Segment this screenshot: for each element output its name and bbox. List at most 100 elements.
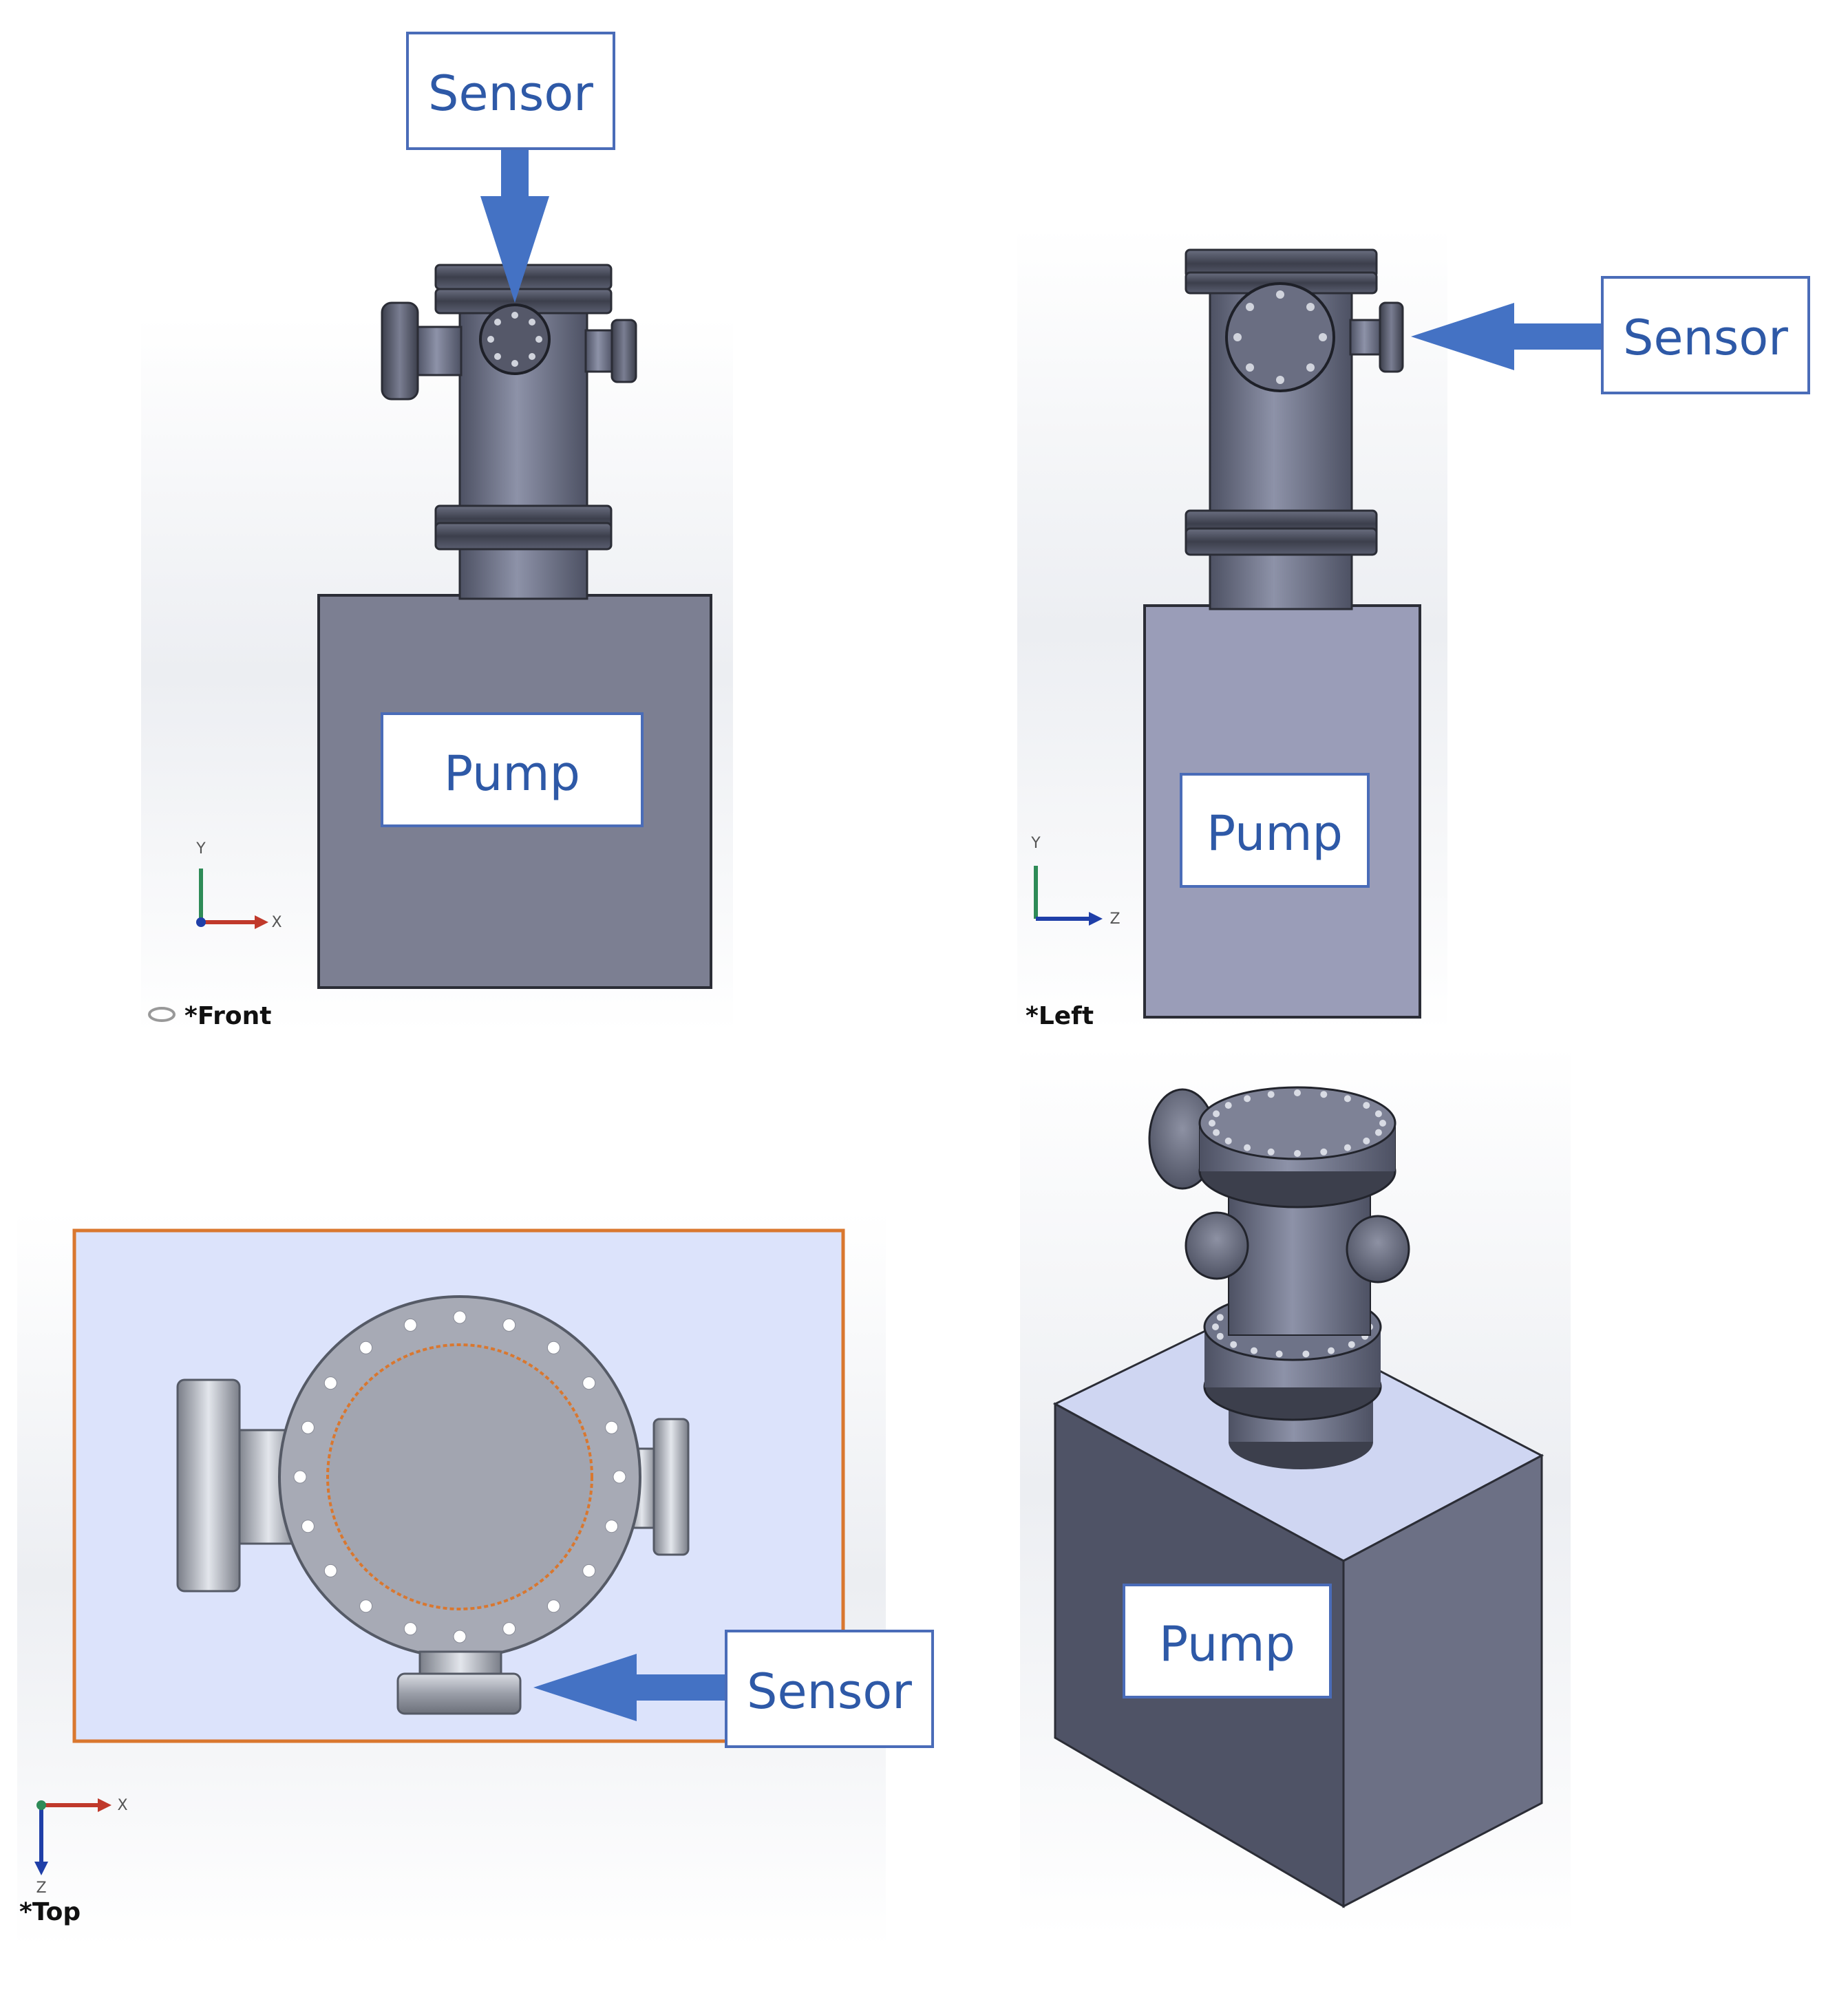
- top-sensor-arrow-shaft: [633, 1674, 730, 1701]
- bolt-hole: [582, 1376, 596, 1390]
- front-axis-triad: Y X: [195, 840, 282, 931]
- left-pump-label: Pump: [1207, 805, 1343, 862]
- iso-pump-callout: [1123, 1584, 1332, 1698]
- bolt-hole: [359, 1599, 373, 1613]
- bolt-hole: [1320, 1148, 1328, 1156]
- top-view: Sensor X Z *Top: [17, 1211, 934, 1948]
- bolt-hole: [1343, 1144, 1351, 1151]
- top-flange-bolts: [293, 1310, 626, 1643]
- bolt-hole: [403, 1622, 417, 1636]
- left-sensor-port-flange: [1379, 301, 1404, 373]
- bolt-hole: [1343, 1095, 1351, 1103]
- front-view-label: *Front: [184, 1002, 271, 1030]
- top-sensor-port-flange: [396, 1672, 522, 1715]
- bolt-hole: [1363, 1137, 1370, 1144]
- bolt-hole: [301, 1420, 315, 1434]
- bolt-hole: [1328, 1347, 1335, 1354]
- left-axis-triad: Y Z: [1030, 835, 1120, 928]
- bolt-hole: [301, 1520, 315, 1533]
- bolt-hole: [502, 1318, 516, 1332]
- top-sensor-arrow-head: [533, 1654, 637, 1721]
- bolt-hole: [613, 1470, 626, 1484]
- bolt-hole: [605, 1420, 619, 1434]
- bolt-hole: [453, 1630, 467, 1643]
- bolt-hole: [293, 1470, 307, 1484]
- bolt-hole: [1275, 1350, 1283, 1358]
- bolt-hole: [1348, 1341, 1355, 1348]
- top-sensor-callout: [725, 1630, 934, 1748]
- bolt-hole: [1251, 1347, 1257, 1354]
- top-right-port-flange: [652, 1418, 690, 1556]
- bolt-hole: [546, 1341, 560, 1354]
- front-viewport-bolts: [487, 312, 542, 367]
- front-sensor-arrow-head: [480, 196, 549, 303]
- front-view: Sensor Pump Y X *Front: [141, 32, 733, 1032]
- bolt-hole: [323, 1564, 337, 1577]
- iso-pump-label: Pump: [1159, 1616, 1295, 1672]
- front-left-side-flange: [381, 301, 419, 401]
- top-axis-triad: X Z: [34, 1797, 128, 1897]
- bolt-hole: [1216, 1314, 1224, 1321]
- bolt-hole: [1213, 1129, 1220, 1136]
- bolt-hole: [1209, 1120, 1215, 1127]
- iso-top-flange-bolts: [1209, 1089, 1386, 1157]
- left-view: Sensor Pump Y Z *Left: [1017, 227, 1810, 1032]
- bolt-hole: [1379, 1120, 1386, 1127]
- left-view-label: *Left: [1026, 1002, 1094, 1030]
- front-right-side-flange: [610, 319, 637, 383]
- bolt-hole: [323, 1376, 337, 1390]
- front-sensor-arrow-shaft: [501, 145, 529, 200]
- front-left-side-pipe: [415, 326, 463, 376]
- left-viewport-bolts: [1233, 290, 1327, 384]
- bolt-hole: [1320, 1091, 1328, 1098]
- bolt-hole: [1374, 1129, 1382, 1136]
- left-sensor-arrow-shaft: [1507, 323, 1604, 350]
- bolt-hole: [1267, 1148, 1275, 1156]
- front-pump-callout: [381, 712, 644, 827]
- bolt-hole: [1294, 1150, 1301, 1157]
- iso-right-side-cap: [1346, 1215, 1410, 1284]
- top-left-port-flange: [176, 1378, 241, 1593]
- bolt-hole: [1363, 1102, 1370, 1109]
- bolt-hole: [502, 1622, 516, 1636]
- bolt-hole: [1213, 1110, 1220, 1118]
- front-pump-label: Pump: [444, 745, 580, 802]
- front-sensor-callout: [406, 32, 615, 150]
- bolt-hole: [1224, 1137, 1232, 1144]
- bolt-hole: [1244, 1095, 1251, 1103]
- front-right-side-pipe: [584, 329, 615, 373]
- left-axis-z-label: Z: [1109, 911, 1120, 928]
- bolt-hole: [1302, 1350, 1310, 1358]
- bolt-hole: [1244, 1144, 1251, 1151]
- bolt-hole: [453, 1310, 467, 1324]
- front-axis-y-label: Y: [195, 840, 206, 858]
- left-sensor-callout: [1601, 276, 1810, 394]
- bolt-hole: [546, 1599, 560, 1613]
- bolt-hole: [1374, 1110, 1382, 1118]
- bolt-hole: [1230, 1341, 1238, 1348]
- front-view-label-group: *Front: [148, 1002, 271, 1030]
- bolt-hole: [1294, 1089, 1301, 1096]
- left-sensor-arrow-head: [1411, 303, 1514, 370]
- bolt-hole: [582, 1564, 596, 1577]
- bolt-hole: [1216, 1332, 1224, 1340]
- left-mid-flange-lower: [1185, 527, 1378, 556]
- front-view-glasses-icon: [148, 1007, 176, 1022]
- bolt-hole: [1224, 1102, 1232, 1109]
- front-mid-flange-lower: [434, 522, 613, 551]
- left-viewport-flange: [1225, 282, 1335, 392]
- left-sensor-port-pipe: [1349, 319, 1383, 356]
- iso-view: Pump: [1020, 1045, 1571, 1936]
- bolt-hole: [359, 1341, 373, 1354]
- top-view-label: *Top: [19, 1898, 81, 1926]
- bolt-hole: [605, 1520, 619, 1533]
- top-inner-seal: [326, 1343, 593, 1610]
- left-axis-y-label: Y: [1030, 835, 1041, 852]
- top-sensor-label: Sensor: [747, 1663, 912, 1720]
- iso-top-flange-face: [1198, 1086, 1396, 1160]
- iso-left-side-cap: [1185, 1211, 1249, 1280]
- front-sensor-label: Sensor: [428, 65, 593, 122]
- top-axis-x-label: X: [117, 1797, 127, 1814]
- bolt-hole: [1212, 1323, 1219, 1330]
- bolt-hole: [1267, 1091, 1275, 1098]
